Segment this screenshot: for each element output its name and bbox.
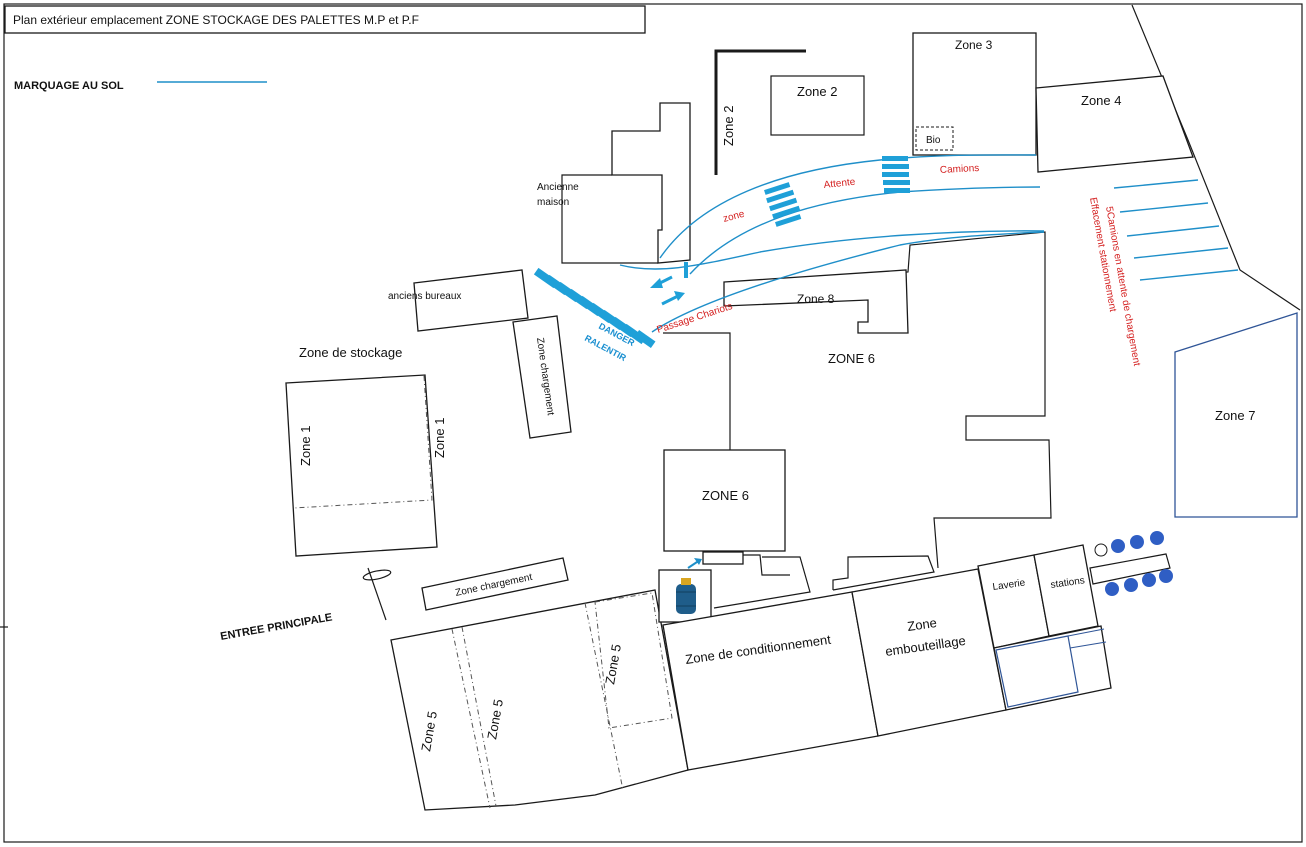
annex-inner: [995, 635, 1079, 708]
page-title: Plan extérieur emplacement ZONE STOCKAGE…: [13, 13, 419, 27]
zone5-divider-1: [451, 628, 491, 809]
ancienne-label-1: Ancienne: [537, 182, 579, 193]
gate-icon: [362, 569, 392, 581]
zone1-inner: [293, 375, 433, 509]
silo-icon: [1124, 578, 1138, 592]
zone4-label: Zone 4: [1081, 93, 1121, 108]
zebra-crossing-right: [882, 156, 910, 193]
zone6-upper-label: ZONE 6: [828, 351, 875, 366]
parking-line: [1133, 247, 1229, 259]
small-structure-1: [713, 556, 811, 609]
zone7-label: Zone 7: [1215, 408, 1255, 423]
stop-line: [684, 262, 688, 278]
zone1-label-a: Zone 1: [298, 426, 313, 466]
arrow-icon: [650, 275, 673, 288]
silo-icon: [1130, 535, 1144, 549]
stations-label: stations: [1050, 575, 1086, 591]
zone5-area: [390, 589, 689, 811]
silo-icon: [1150, 531, 1164, 545]
road-marking-1: [659, 154, 1037, 259]
zone8-box: [723, 269, 909, 334]
road-marking-4: [651, 231, 1045, 333]
zone6-left-wall: [663, 332, 731, 450]
anciens-bureaux-box: [413, 269, 529, 332]
gate-post: [367, 567, 387, 621]
parking-line: [1119, 202, 1209, 213]
zone2-box: [770, 75, 865, 136]
site-boundary-right: [1131, 4, 1301, 311]
silo-icon: [1159, 569, 1173, 583]
zone5-label-b: Zone 5: [484, 698, 506, 740]
zone-stockage-label: Zone de stockage: [299, 345, 402, 360]
silo-rail: [1089, 553, 1171, 585]
legend-label: MARQUAGE AU SOL: [14, 80, 124, 92]
silo-icon: [1105, 582, 1119, 596]
ancienne-maison: [611, 102, 691, 264]
silo-icon: [1111, 539, 1125, 553]
zone-chargement-vertical: [512, 315, 572, 439]
road-label-camions: Camions: [940, 163, 980, 176]
zone4-box: [1035, 75, 1194, 173]
gas-bottle-icon: [676, 578, 696, 614]
ancienne-label-2: maison: [537, 197, 569, 208]
zone1-label-b: Zone 1: [432, 418, 447, 458]
zone6-door: [702, 551, 744, 565]
road-marking-3: [619, 230, 1045, 270]
annex-inner-line: [1067, 628, 1105, 637]
parking-line: [1139, 269, 1239, 281]
silo-icon: [1142, 573, 1156, 587]
zone6-box: [663, 449, 786, 552]
zone2-vertical-label: Zone 2: [721, 106, 736, 146]
small-structure-2: [832, 555, 935, 591]
road-label-attente: Attente: [823, 177, 856, 191]
zone6-outline: [729, 231, 1052, 569]
zone7-box: [1174, 312, 1298, 518]
zone5-label-a: Zone 5: [418, 710, 440, 752]
door-arrow-head: [694, 558, 702, 565]
anciens-bureaux-label: anciens bureaux: [388, 291, 461, 302]
road-label-passage: Passage Chariots: [656, 301, 734, 336]
zone6-box-label: ZONE 6: [702, 488, 749, 503]
zone2-label: Zone 2: [797, 84, 837, 99]
parking-line: [1113, 179, 1199, 189]
laverie-label: Laverie: [992, 577, 1026, 593]
page-frame: [3, 3, 1303, 843]
entree-label: ENTREE PRINCIPALE: [219, 611, 333, 643]
zone5-divider-3: [584, 602, 624, 791]
road-marking-2: [689, 186, 1041, 275]
zebra-crossing-main: [533, 267, 656, 349]
zone8-label: Zone 8: [797, 292, 835, 306]
zone6-annex-line: [743, 554, 790, 576]
annex-inner-line-2: [1069, 641, 1107, 649]
zone2-wall: [714, 49, 806, 175]
ancienne-maison-base: [561, 174, 658, 264]
parking-line: [1126, 225, 1220, 237]
title-box: [4, 5, 646, 34]
zone-chargement-horizontal: [421, 557, 569, 611]
zone5-label-c: Zone 5: [602, 643, 624, 685]
zone1-box: [285, 374, 438, 557]
bio-label: Bio: [926, 135, 941, 146]
zone5-inner-box: [594, 592, 673, 729]
embouteillage-label-1: Zone: [906, 615, 937, 634]
silo-empty: [1094, 543, 1108, 557]
arrow-icon: [661, 291, 685, 306]
zebra-crossing-middle: [764, 182, 802, 227]
annex-box: [993, 625, 1112, 711]
zone3-label: Zone 3: [955, 38, 993, 52]
road-label-zone: zone: [722, 209, 746, 225]
